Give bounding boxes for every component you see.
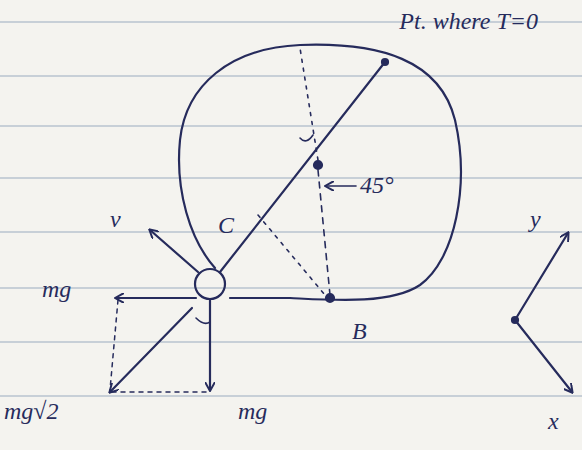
point-label: B: [352, 318, 367, 344]
force-label: mg: [238, 398, 267, 424]
angle-pointer: [326, 185, 356, 187]
note-text: Pt. where T=0: [380, 2, 538, 40]
bob: [195, 269, 225, 299]
point-label: C: [218, 212, 234, 238]
component-dashed: [112, 391, 206, 393]
vertical-dashed: [318, 170, 330, 295]
paper-rules: [0, 22, 582, 396]
top-dot: [382, 59, 388, 65]
string: [220, 62, 385, 272]
axis-label: x: [548, 408, 559, 434]
component-dashed: [110, 300, 118, 390]
x-axis: [515, 320, 572, 392]
angle-label: 45°: [360, 172, 394, 198]
axis-label: y: [530, 206, 541, 232]
force-label: mg: [42, 276, 71, 302]
resultant-arrow: [110, 308, 192, 392]
force-label: mg√2: [4, 398, 59, 424]
force-arrow: [209, 300, 211, 390]
y-axis: [515, 233, 568, 320]
angle-arc: [300, 135, 313, 141]
velocity-label: v: [110, 206, 121, 232]
angle-arc: [196, 318, 210, 323]
chord-dotted: [258, 215, 325, 295]
centre-dot: [314, 161, 322, 169]
circular-path: [179, 45, 461, 300]
force-arrow: [116, 297, 196, 299]
velocity-arrow: [150, 230, 198, 272]
top-dotted: [300, 48, 318, 160]
